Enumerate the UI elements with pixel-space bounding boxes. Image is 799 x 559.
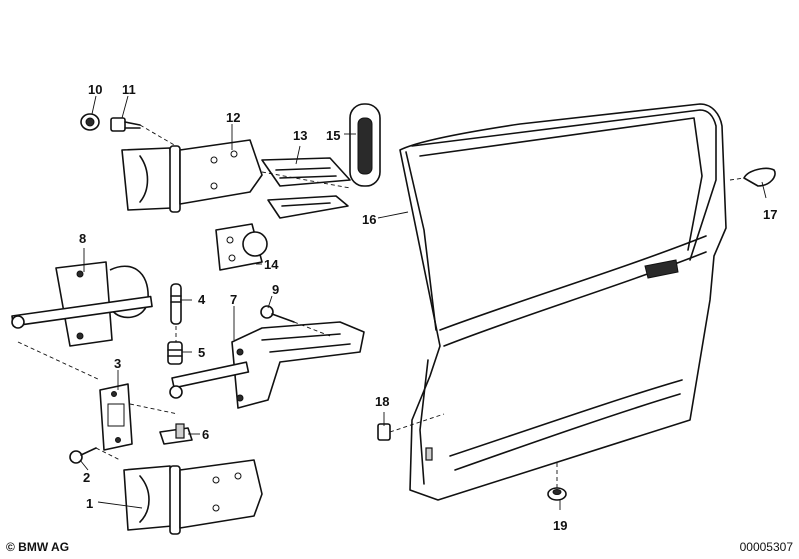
part-5-bushing: [167, 341, 183, 365]
callout-3: 3: [114, 356, 122, 371]
callout-16: 16: [362, 212, 377, 227]
part-11-bolt: [110, 117, 141, 132]
part-4-pin: [170, 283, 182, 325]
part-16-door: [399, 103, 727, 501]
callout-19: 19: [553, 518, 568, 533]
callout-4: 4: [198, 292, 206, 307]
part-12-upper-hinge: [121, 139, 263, 213]
callout-8: 8: [79, 231, 87, 246]
part-10-cap: [80, 113, 100, 131]
callout-15: 15: [326, 128, 341, 143]
callout-1: 1: [86, 496, 94, 511]
callout-13: 13: [293, 128, 308, 143]
callout-10: 10: [88, 82, 103, 97]
part-18-clip: [377, 423, 391, 441]
leader-lines: [79, 95, 767, 510]
callout-2: 2: [83, 470, 91, 485]
part-15-plate: [349, 103, 381, 187]
part-8-door-check: [11, 261, 153, 347]
callout-5: 5: [198, 345, 206, 360]
callout-17: 17: [763, 207, 778, 222]
part-6-nut: [159, 423, 193, 445]
part-9-screw: [260, 305, 295, 323]
assembly-dashed-lines: [17, 124, 745, 488]
part-2-bolt: [69, 447, 97, 464]
part-1-lower-hinge: [123, 459, 263, 535]
part-19-grommet: [547, 487, 567, 501]
part-13-shim-plate: [261, 157, 351, 219]
copyright-brand: © BMW AG: [6, 540, 70, 554]
callout-11: 11: [122, 82, 136, 97]
callout-6: 6: [202, 427, 210, 442]
callout-12: 12: [226, 110, 241, 125]
part-3-plate: [99, 383, 133, 451]
part-17-plug: [743, 167, 776, 187]
part-14-plate: [215, 223, 268, 271]
callout-9: 9: [272, 282, 280, 297]
callout-14: 14: [264, 257, 279, 272]
document-number: 00005307: [739, 540, 793, 554]
part-7-door-brake: [169, 321, 365, 409]
callout-18: 18: [375, 394, 390, 409]
callout-7: 7: [230, 292, 238, 307]
